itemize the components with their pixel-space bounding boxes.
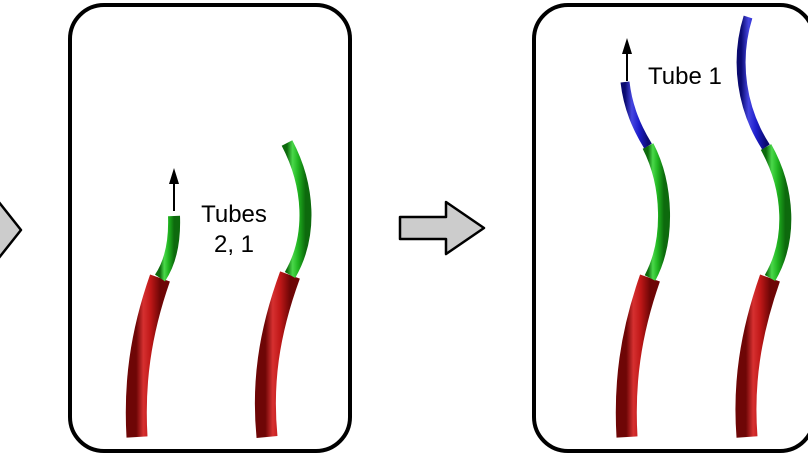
panel-right: Tube 1 xyxy=(532,3,808,453)
right-right-outer-tube xyxy=(735,274,780,438)
middle-extension-arrow-head xyxy=(169,168,179,184)
middle-panel-label-line1: Tubes xyxy=(201,201,267,228)
panel-right-frame xyxy=(532,3,808,453)
middle-left-tube-assembly xyxy=(125,168,181,438)
right-right-middle-tube xyxy=(760,144,792,282)
panel-middle: Tubes 2, 1 xyxy=(68,3,352,453)
middle-left-outer-tube xyxy=(125,274,170,438)
middle-right-outer-tube xyxy=(254,271,300,439)
middle-left-middle-tube xyxy=(154,215,181,282)
middle-right-middle-tube xyxy=(281,140,312,278)
right-extension-arrow-head xyxy=(622,38,632,54)
right-panel-label: Tube 1 xyxy=(648,63,722,90)
right-left-inner-tube xyxy=(620,81,652,149)
middle-panel-label-line2: 2, 1 xyxy=(214,231,254,258)
right-right-tube-assembly xyxy=(735,15,792,438)
right-left-middle-tube xyxy=(642,143,670,281)
left-flow-arrow xyxy=(0,201,23,259)
right-left-outer-tube xyxy=(615,274,660,438)
center-flow-arrow xyxy=(398,200,486,256)
right-right-inner-tube xyxy=(736,15,770,150)
right-left-tube-assembly xyxy=(615,38,670,438)
middle-right-tube-assembly xyxy=(254,140,312,439)
